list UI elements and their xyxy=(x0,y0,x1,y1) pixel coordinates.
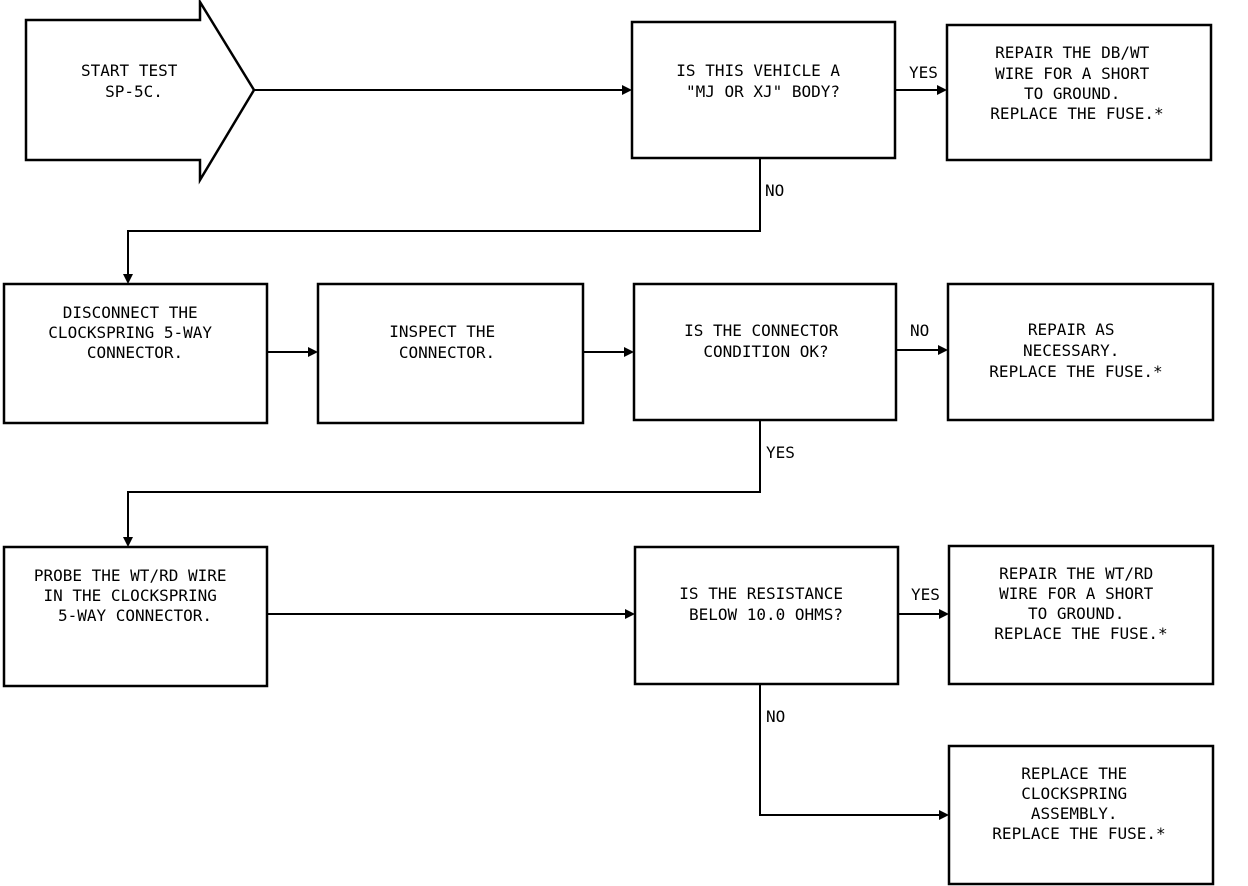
arrowhead xyxy=(123,274,133,284)
node-disconnect-line: DISCONNECT THE xyxy=(63,303,198,322)
node-question-body-line: IS THIS VEHICLE A xyxy=(676,61,840,80)
connectors xyxy=(123,85,949,820)
node-question-condition: IS THE CONNECTOR CONDITION OK? xyxy=(632,282,898,422)
node-repair-necessary-text: REPAIR AS NECESSARY. REPLACE THE FUSE.* xyxy=(989,320,1162,381)
node-start: START TEST SP-5C. xyxy=(24,0,256,185)
edge-label-resistance-yes: YES xyxy=(911,585,940,604)
node-repair-wtrd-line: REPAIR THE WT/RD xyxy=(999,564,1153,583)
node-repair-necessary-line: REPLACE THE FUSE.* xyxy=(989,362,1162,381)
node-probe: PROBE THE WT/RD WIRE IN THE CLOCKSPRING … xyxy=(2,545,269,688)
node-repair-dbwt-line: TO GROUND. xyxy=(1024,84,1120,103)
node-start-line: SP-5C. xyxy=(105,82,163,101)
node-question-body-line: "MJ OR XJ" BODY? xyxy=(686,82,840,101)
node-question-resistance-line: BELOW 10.0 OHMS? xyxy=(689,605,843,624)
node-question-condition-line: IS THE CONNECTOR xyxy=(684,321,838,340)
node-replace-clockspring-line: CLOCKSPRING xyxy=(1021,784,1127,803)
node-repair-dbwt-line: REPAIR THE DB/WT xyxy=(995,43,1149,62)
node-question-body: IS THIS VEHICLE A "MJ OR XJ" BODY? xyxy=(630,20,897,160)
node-replace-clockspring-line: REPLACE THE xyxy=(1021,764,1127,783)
node-probe-box xyxy=(2,545,269,688)
node-question-condition-line: CONDITION OK? xyxy=(703,342,828,361)
node-disconnect: DISCONNECT THE CLOCKSPRING 5-WAY CONNECT… xyxy=(2,282,269,425)
node-question-condition-box xyxy=(632,282,898,422)
node-replace-clockspring-box xyxy=(947,744,1215,886)
node-repair-dbwt: REPAIR THE DB/WT WIRE FOR A SHORT TO GRO… xyxy=(945,23,1213,162)
node-question-resistance-box xyxy=(633,545,900,686)
start-arrow-shape xyxy=(24,0,256,185)
node-repair-dbwt-text: REPAIR THE DB/WT WIRE FOR A SHORT TO GRO… xyxy=(990,43,1163,123)
node-replace-clockspring: REPLACE THE CLOCKSPRING ASSEMBLY. REPLAC… xyxy=(947,744,1215,886)
arrowhead xyxy=(939,810,949,820)
node-start-line: START TEST xyxy=(81,61,178,80)
node-inspect-line: INSPECT THE xyxy=(389,322,495,341)
node-replace-clockspring-text: REPLACE THE CLOCKSPRING ASSEMBLY. REPLAC… xyxy=(992,764,1165,843)
node-repair-wtrd-line: REPLACE THE FUSE.* xyxy=(994,624,1167,643)
node-probe-line: IN THE CLOCKSPRING xyxy=(43,586,216,605)
edge-label-body-no: NO xyxy=(765,181,784,200)
node-repair-wtrd-box xyxy=(947,544,1215,686)
arrowhead xyxy=(123,537,133,547)
node-probe-line: 5-WAY CONNECTOR. xyxy=(58,606,212,625)
node-probe-text: PROBE THE WT/RD WIRE IN THE CLOCKSPRING … xyxy=(34,566,236,625)
node-repair-necessary: REPAIR AS NECESSARY. REPLACE THE FUSE.* xyxy=(946,282,1215,422)
node-repair-dbwt-line: REPLACE THE FUSE.* xyxy=(990,104,1163,123)
node-repair-wtrd: REPAIR THE WT/RD WIRE FOR A SHORT TO GRO… xyxy=(947,544,1215,686)
edge-body-no xyxy=(127,158,761,274)
edge-condition-yes xyxy=(127,420,761,537)
node-replace-clockspring-line: REPLACE THE FUSE.* xyxy=(992,824,1165,843)
node-disconnect-box xyxy=(2,282,269,425)
node-question-body-text: IS THIS VEHICLE A "MJ OR XJ" BODY? xyxy=(676,61,849,101)
arrowhead xyxy=(624,347,634,357)
node-question-resistance-line: IS THE RESISTANCE xyxy=(679,584,843,603)
node-question-condition-text: IS THE CONNECTOR CONDITION OK? xyxy=(684,321,848,361)
arrowhead xyxy=(938,345,948,355)
node-disconnect-line: CLOCKSPRING 5-WAY xyxy=(48,323,212,342)
node-replace-clockspring-line: ASSEMBLY. xyxy=(1031,804,1118,823)
arrowhead xyxy=(625,609,635,619)
arrowhead xyxy=(308,347,318,357)
node-repair-necessary-line: NECESSARY. xyxy=(1023,341,1119,360)
node-disconnect-line: CONNECTOR. xyxy=(87,343,183,362)
node-probe-line: PROBE THE WT/RD WIRE xyxy=(34,566,227,585)
node-inspect-line: CONNECTOR. xyxy=(399,343,495,362)
arrowhead xyxy=(939,609,949,619)
arrowhead xyxy=(622,85,632,95)
node-repair-necessary-line: REPAIR AS xyxy=(1028,320,1115,339)
node-repair-necessary-box xyxy=(946,282,1215,422)
node-repair-dbwt-line: WIRE FOR A SHORT xyxy=(995,64,1149,83)
edge-label-condition-yes: YES xyxy=(766,443,795,462)
node-repair-wtrd-text: REPAIR THE WT/RD WIRE FOR A SHORT TO GRO… xyxy=(994,564,1167,643)
node-repair-dbwt-box xyxy=(945,23,1213,162)
node-disconnect-text: DISCONNECT THE CLOCKSPRING 5-WAY CONNECT… xyxy=(48,303,221,362)
edge-label-condition-no: NO xyxy=(910,321,929,340)
node-question-resistance: IS THE RESISTANCE BELOW 10.0 OHMS? xyxy=(633,545,900,686)
edge-label-body-yes: YES xyxy=(909,63,938,82)
node-question-resistance-text: IS THE RESISTANCE BELOW 10.0 OHMS? xyxy=(679,584,852,624)
node-inspect: INSPECT THE CONNECTOR. xyxy=(316,282,585,425)
edge-resistance-no xyxy=(759,684,939,816)
node-inspect-box xyxy=(316,282,585,425)
node-repair-wtrd-line: WIRE FOR A SHORT xyxy=(999,584,1153,603)
node-question-body-box xyxy=(630,20,897,160)
node-inspect-text: INSPECT THE CONNECTOR. xyxy=(389,322,505,362)
edge-label-resistance-no: NO xyxy=(766,707,785,726)
edge-labels: YES NO NO YES YES NO xyxy=(765,63,940,726)
node-start-text: START TEST SP-5C. xyxy=(81,61,187,101)
arrowhead xyxy=(937,85,947,95)
node-repair-wtrd-line: TO GROUND. xyxy=(1028,604,1124,623)
